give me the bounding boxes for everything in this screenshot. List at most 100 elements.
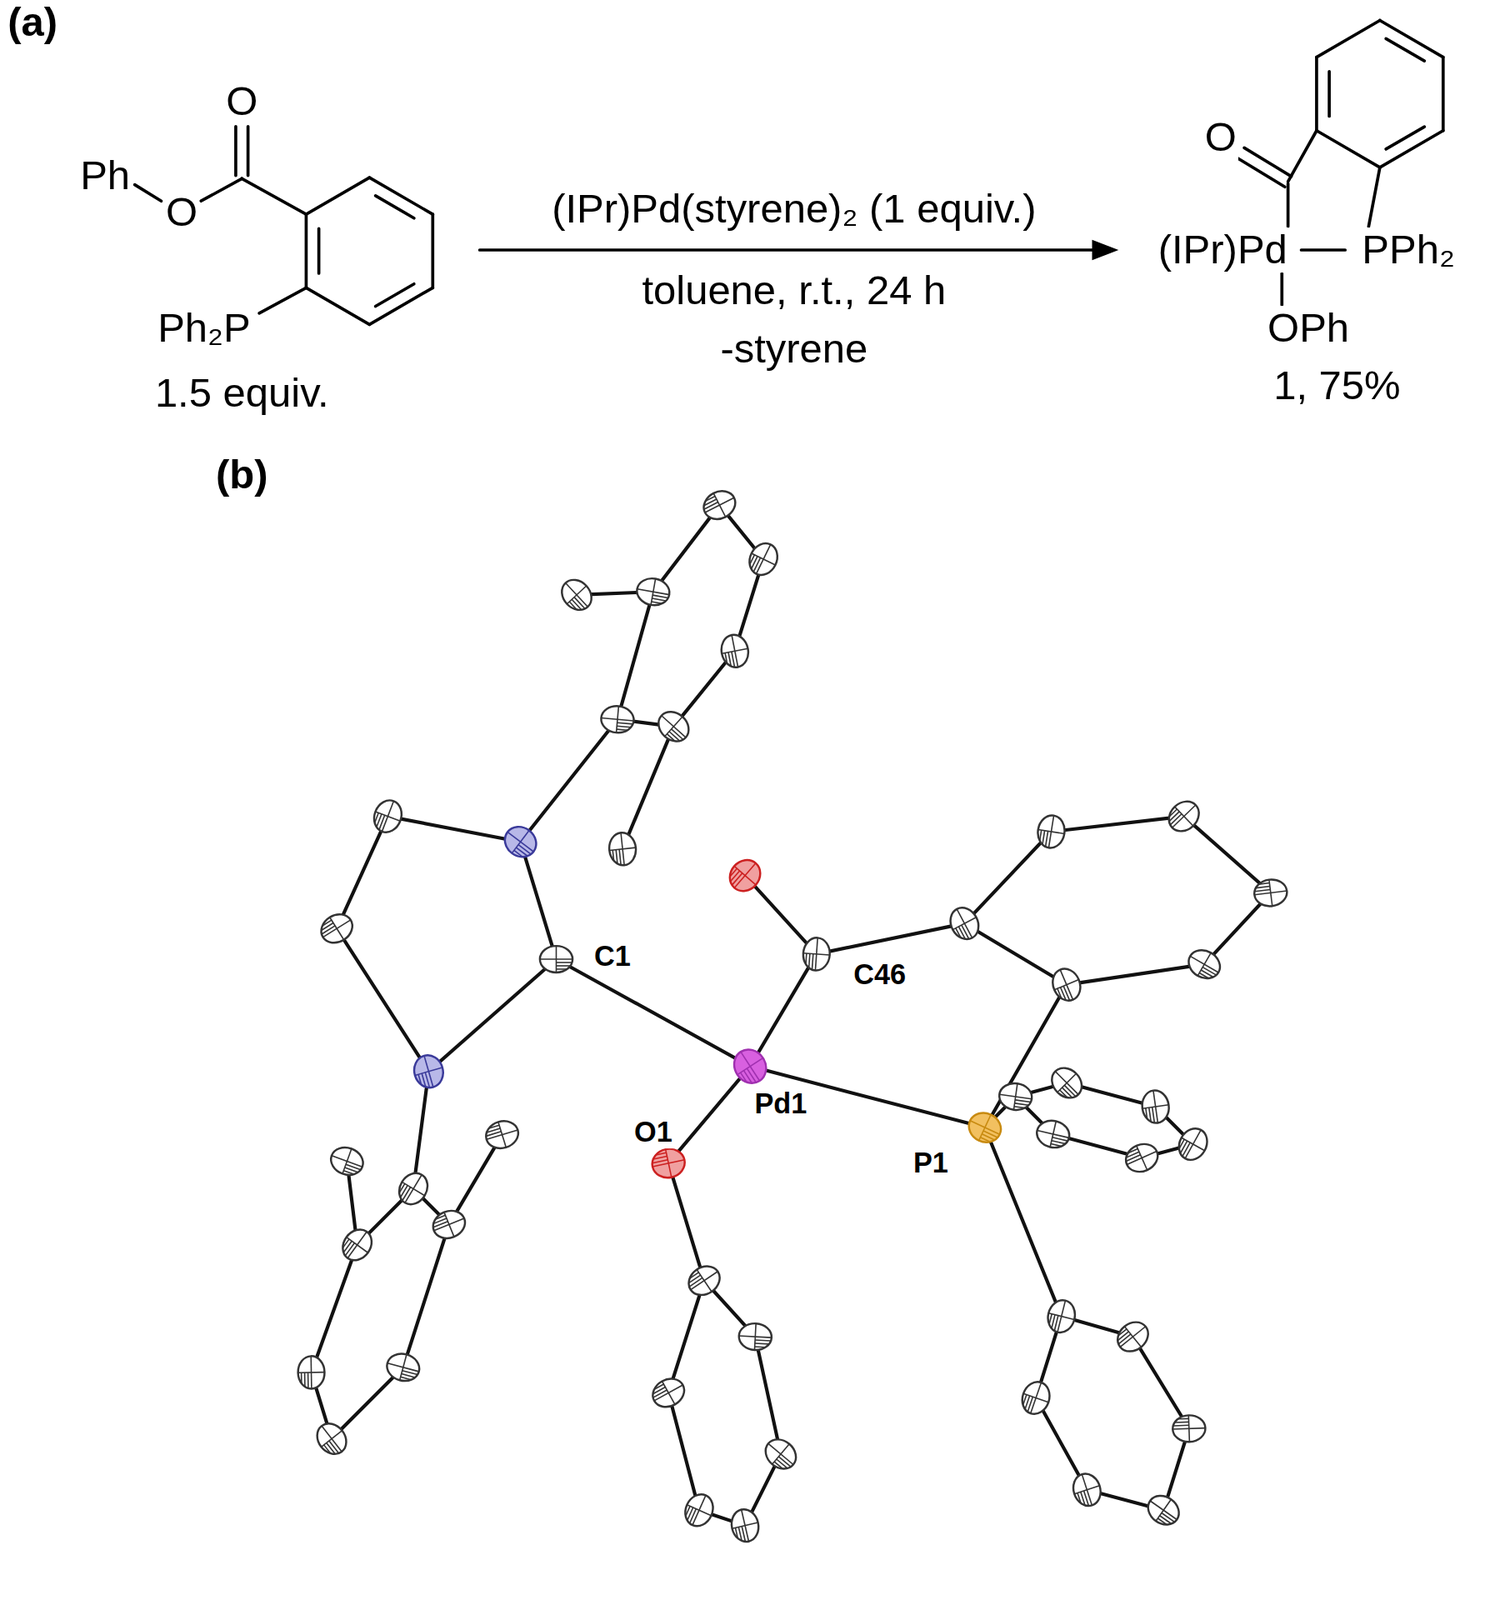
ellipsoid-hatch <box>754 1323 756 1350</box>
atom-ellipsoid <box>429 1205 470 1243</box>
atom-ellipsoid <box>738 1322 773 1351</box>
ellipsoid-hatch <box>1269 880 1273 907</box>
condition-text: toluene, r.t., 24 h <box>640 268 948 314</box>
ellipsoid-outline <box>600 705 635 735</box>
ellipsoid-hatch <box>307 1372 310 1389</box>
ellipsoid-outline <box>1140 1088 1171 1125</box>
ellipsoid-outline <box>964 1107 1006 1148</box>
ellipsoid-hatch <box>569 601 577 610</box>
ellipsoid-hatch <box>732 1522 759 1529</box>
ellipsoid-hatch <box>1042 830 1045 845</box>
bond-line <box>259 287 306 314</box>
ellipsoid-hatch <box>1077 1492 1081 1503</box>
atom-ellipsoid <box>310 1417 352 1460</box>
bond-line <box>520 719 618 842</box>
atom-ellipsoid <box>327 1143 368 1180</box>
ellipsoid-hatch <box>1161 1513 1175 1523</box>
ellipsoid-outline <box>652 705 695 748</box>
ellipsoid-hatch <box>961 925 970 940</box>
ellipsoid-hatch <box>321 1425 342 1452</box>
ortep-structure <box>297 485 1289 1545</box>
bond-line <box>964 831 1051 924</box>
ellipsoid-hatch <box>1051 1315 1055 1329</box>
ellipsoid-hatch <box>738 1526 742 1541</box>
bond-line <box>964 923 1066 985</box>
ellipsoid-hatch <box>811 954 813 970</box>
ellipsoid-outline <box>1142 1490 1185 1531</box>
atom-ellipsoid <box>482 1117 522 1153</box>
ellipsoid-outline <box>499 820 543 864</box>
ellipsoid-outline <box>1172 1415 1206 1443</box>
ellipsoid-hatch <box>665 1149 672 1178</box>
atom-ellipsoid <box>1172 1415 1206 1443</box>
atom-ellipsoid <box>1173 1123 1213 1165</box>
ellipsoid-hatch <box>375 812 380 823</box>
ellipsoid-hatch <box>776 1459 788 1469</box>
ellipsoid-hatch <box>661 1381 675 1405</box>
ellipsoid-hatch <box>980 1137 990 1142</box>
bond-line <box>555 959 750 1067</box>
ellipsoid-hatch <box>1051 1140 1066 1145</box>
ellipsoid-hatch <box>345 1243 355 1256</box>
bond-line <box>1316 20 1380 57</box>
ellipsoid-hatch <box>1160 1515 1172 1525</box>
bond-line <box>668 1392 700 1510</box>
ellipsoid-hatch <box>755 1345 766 1348</box>
ellipsoid-hatch <box>690 1272 700 1279</box>
bond-line <box>1441 57 1445 131</box>
ellipsoid-hatch <box>1014 1106 1025 1109</box>
bond-line <box>1244 147 1291 176</box>
ellipsoid-outline <box>1034 1117 1072 1151</box>
ellipsoid-outline <box>393 1168 433 1210</box>
bond-line <box>1280 273 1284 305</box>
bond-line <box>1380 20 1444 57</box>
ellipsoid-outline <box>315 908 358 949</box>
ellipsoid-outline <box>997 1080 1034 1112</box>
bond-line <box>305 214 309 288</box>
bond-line <box>375 284 415 307</box>
ellipsoid-hatch <box>498 1121 506 1147</box>
ellipsoid-hatch <box>655 1152 667 1155</box>
ellipsoid-hatch <box>616 729 628 730</box>
bond-line <box>336 928 429 1071</box>
ellipsoid-hatch <box>952 917 976 930</box>
ellipsoid-hatch <box>751 553 776 565</box>
ellipsoid-outline <box>760 1433 802 1475</box>
atom-ellipsoid <box>393 1168 433 1210</box>
atom-ellipsoid <box>652 705 695 748</box>
ellipsoid-hatch <box>1125 1155 1140 1162</box>
ellipsoid-hatch <box>518 845 531 855</box>
ellipsoid-outline <box>649 1145 687 1181</box>
ellipsoid-hatch <box>1142 1105 1170 1109</box>
bond-line <box>668 1066 750 1164</box>
atom-ellipsoid <box>607 831 638 867</box>
ellipsoid-hatch <box>1136 1145 1148 1170</box>
ellipsoid-hatch <box>1055 1071 1079 1095</box>
reaction-scheme <box>135 20 1444 325</box>
atom-ellipsoid <box>680 1490 718 1531</box>
atom-ellipsoid <box>1140 1088 1171 1125</box>
ellipsoid-hatch <box>514 850 523 857</box>
bond-line <box>617 591 654 720</box>
atom-ellipsoid <box>723 854 767 898</box>
atom-label: P1 <box>911 1147 950 1180</box>
bond-line <box>1327 71 1331 117</box>
atom-ellipsoid <box>297 1355 325 1390</box>
ellipsoid-hatch <box>704 502 719 510</box>
ellipsoid-hatch <box>571 599 582 610</box>
ellipsoid-hatch <box>326 1442 335 1454</box>
bond-line <box>413 1071 429 1190</box>
ellipsoid-hatch <box>399 1183 405 1193</box>
ellipsoid-hatch <box>343 1240 352 1253</box>
bond-line <box>135 185 162 202</box>
atom-ellipsoid <box>744 538 783 580</box>
ellipsoid-hatch <box>415 1067 443 1075</box>
atom-ellipsoid <box>1183 945 1225 985</box>
ellipsoid-outline <box>635 575 672 608</box>
ellipsoid-hatch <box>652 595 669 598</box>
atom-ellipsoid <box>699 485 740 525</box>
bond-line <box>336 816 388 930</box>
ellipsoid-hatch <box>322 920 332 926</box>
ellipsoid-hatch <box>1015 1103 1030 1105</box>
ellipsoid-outline <box>607 831 638 867</box>
